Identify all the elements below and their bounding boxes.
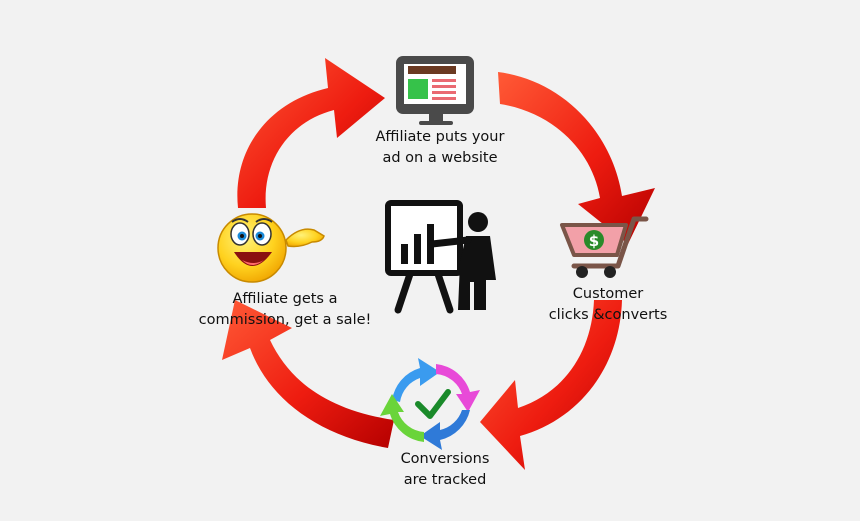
step-tracked-line1: Conversions	[400, 451, 490, 467]
presenter-chart-icon	[385, 200, 496, 314]
shopping-cart-icon: $	[560, 216, 649, 278]
step-customer-line1: Customer	[572, 286, 644, 302]
step-label-commission: Affiliate gets a commission, get a sale!	[185, 289, 385, 331]
step-ad-line1: Affiliate puts your	[375, 129, 505, 145]
monitor-icon	[396, 56, 474, 125]
cycle-arrow-bottom-left	[222, 300, 394, 448]
step-commission-line1: Affiliate gets a	[232, 291, 338, 307]
cycle-arrow-top-left	[237, 58, 385, 208]
step-label-ad-on-website: Affiliate puts your ad on a website	[355, 127, 525, 169]
smiley-pointing-icon	[217, 213, 325, 283]
step-commission-line2: commission, get a sale!	[198, 312, 372, 328]
step-label-customer-converts: Customer clicks &converts	[523, 284, 693, 326]
refresh-check-icon	[380, 358, 480, 450]
step-ad-line2: ad on a website	[382, 150, 498, 166]
cycle-arrow-top-right	[498, 72, 655, 244]
step-customer-line2: clicks &converts	[548, 307, 668, 323]
cycle-arrow-bottom-right	[480, 300, 622, 470]
cart-dollar-symbol: $	[589, 232, 599, 250]
step-label-conversions-tracked: Conversions are tracked	[360, 449, 530, 491]
step-tracked-line2: are tracked	[403, 472, 487, 488]
